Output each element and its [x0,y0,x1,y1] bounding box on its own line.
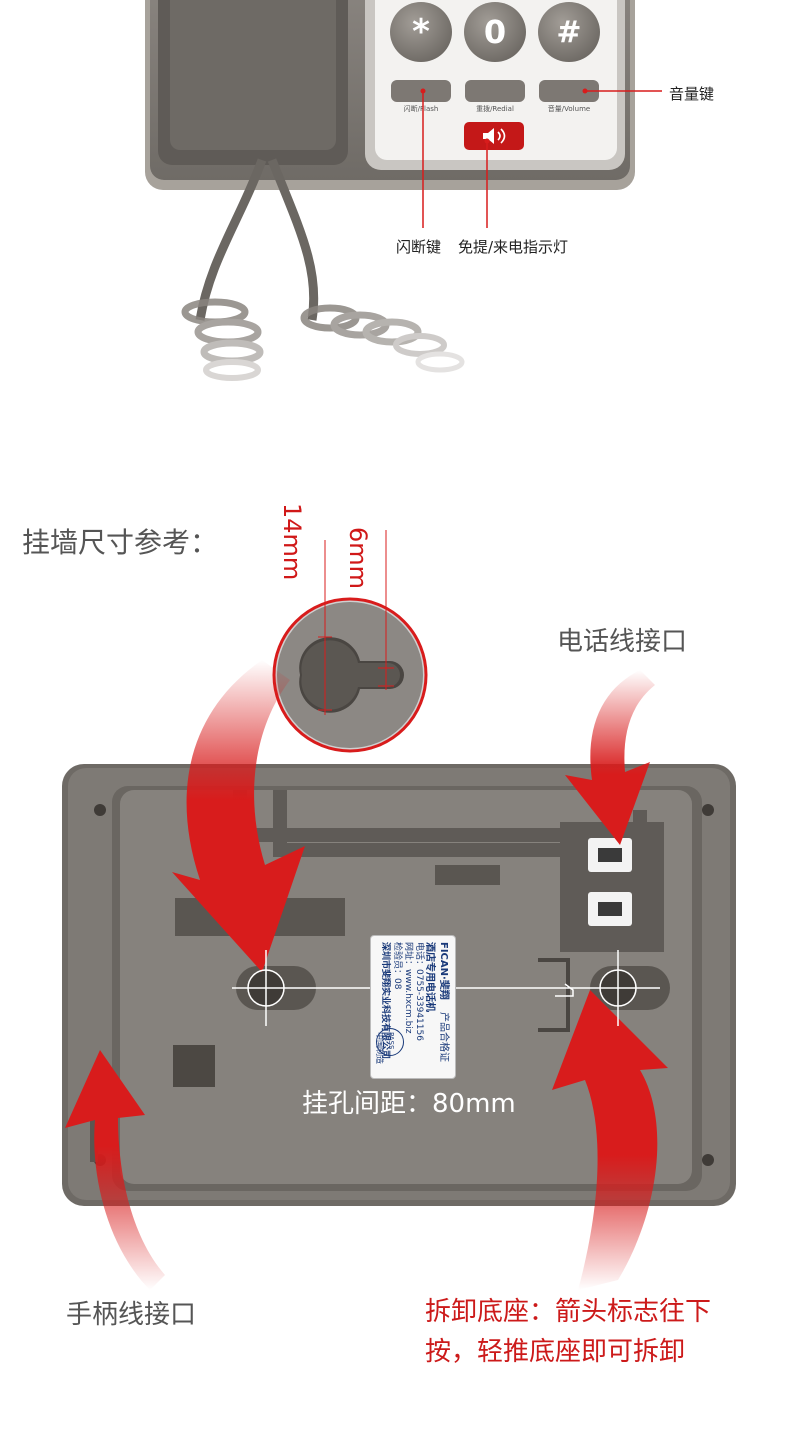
handsfree-button[interactable] [464,122,524,150]
callout-lines [420,88,662,228]
handsfree-light-callout: 免提/来电指示灯 [458,238,569,256]
sticker-pass: PASS [387,1032,395,1050]
remove-base-line-1: 拆卸底座：箭头标志往下 [425,1297,712,1327]
key-zero-label: 0 [483,13,507,51]
volume-button[interactable] [539,80,599,102]
instruction-arrows [65,660,668,1290]
line-port-label: 电话线接口 [557,627,688,657]
hole-spacing-label: 挂孔间距：80mm [302,1089,516,1119]
sticker-made-in: 中国制造 [375,1032,384,1064]
redial-button[interactable] [465,80,525,102]
remove-base-line-2: 按，轻推底座即可拆卸 [425,1337,686,1367]
sticker-inspector: 检验员：08 [392,942,402,990]
speaker-icon [483,128,506,144]
volume-button-label: 音量/Volume [547,105,591,113]
wall-mount-title: 挂墙尺寸参考： [22,526,219,559]
sticker-pass-stamp [376,1028,404,1056]
handset-port-label: 手柄线接口 [66,1300,197,1330]
certificate-sticker: FICAN·斐翔 产品合格证 酒店专用电话机 电话：0755-33941156 … [370,935,456,1079]
sticker-brand: FICAN·斐翔 [438,942,449,1000]
key-hash-label: # [556,14,582,50]
flash-key-callout: 闪断键 [396,238,442,256]
key-zero[interactable]: 0 [464,2,526,62]
volume-key-callout: 音量键 [669,85,715,103]
redial-button-label: 重拨/Redial [476,105,514,113]
key-hash[interactable]: # [538,2,600,62]
dim-14mm: 14mm [278,503,306,581]
flash-button-label: 闪断/Flash [403,105,439,113]
key-star-label: * [412,12,430,52]
sticker-cert: 产品合格证 [438,1012,449,1062]
dim-6mm: 6mm [344,527,372,590]
key-star[interactable]: * [390,2,452,62]
dimension-lines [318,530,394,715]
